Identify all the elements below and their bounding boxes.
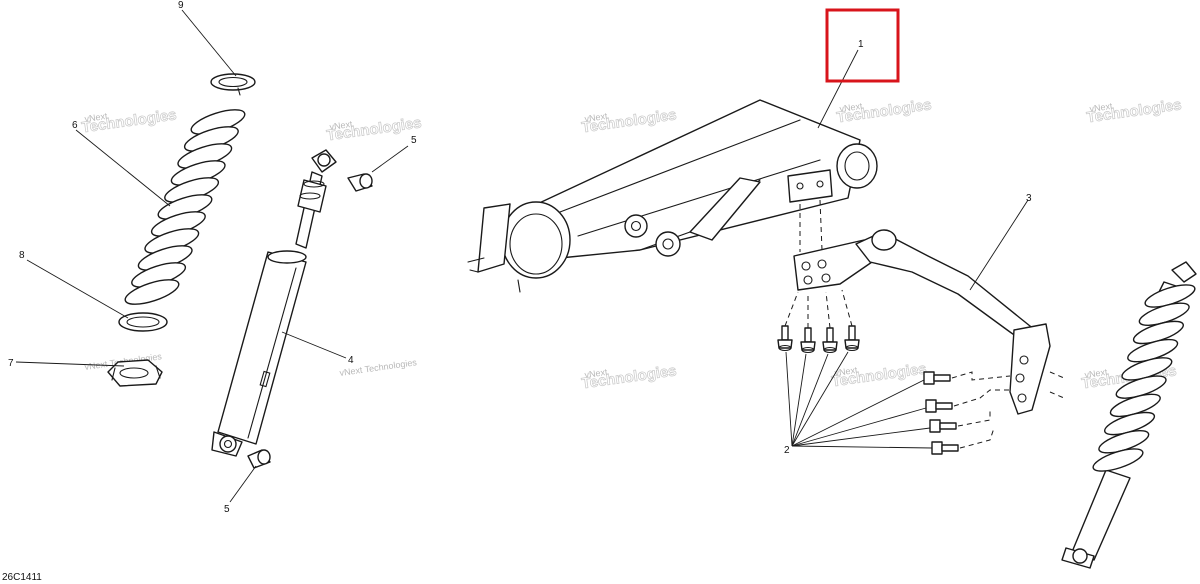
spring-coil (124, 279, 180, 305)
part-9-retaining-clip (210, 73, 256, 96)
callout-1-highlight-box (825, 8, 900, 83)
part-6-coil-spring (124, 109, 246, 305)
watermark-line1: vNext (584, 367, 609, 380)
part-7-lower-spring-seat (107, 359, 163, 387)
watermark-line2: Technologies (836, 96, 933, 126)
part-3-linkage-bar (793, 229, 1051, 415)
alignment-lines-side (951, 371, 1065, 449)
alignment-lines-bolts (784, 289, 853, 329)
callout-3: 3 (1026, 193, 1032, 204)
watermark-line2: Technologies (581, 362, 678, 392)
part-8-spring-seat-ring (118, 312, 168, 332)
part-4-shock-absorber (211, 149, 337, 457)
watermark-line1: vNext (839, 101, 864, 114)
callout-1: 1 (858, 39, 864, 50)
callout-5-lower: 5 (224, 504, 230, 515)
callout-labels: 1 2 3 4 5 5 6 7 8 9 (8, 0, 1032, 515)
watermark-line1: vNext (329, 119, 354, 132)
watermark-line1: vNext (1084, 367, 1109, 380)
watermark-line1: vNext (834, 365, 859, 378)
callout-2: 2 (784, 445, 790, 456)
watermark-line2: Technologies (81, 106, 178, 136)
leader-lines (15, 9, 1029, 503)
alignment-lines-upper (799, 199, 823, 252)
watermark-line1: vNext (1089, 101, 1114, 114)
callout-4: 4 (348, 355, 354, 366)
callout-9: 9 (178, 0, 184, 11)
part-5-bushing-upper (347, 173, 373, 192)
watermark-line2: Technologies (326, 114, 423, 144)
callout-8: 8 (19, 250, 25, 261)
callout-6: 6 (72, 120, 78, 131)
watermark-line1: vNext (584, 111, 609, 124)
part-2-bolts-horizontal (923, 371, 959, 455)
watermark-line2: Technologies (581, 106, 678, 136)
part-2-bolts-vertical (777, 325, 860, 354)
part-5-bushing-lower (247, 449, 271, 469)
callout-7: 7 (8, 358, 14, 369)
watermark-line1: vNext (84, 111, 109, 124)
diagram-code: 26C1411 (2, 572, 42, 583)
shock-assembly-right (1061, 261, 1197, 569)
callout-5-upper: 5 (411, 135, 417, 146)
watermark-line2: Technologies (1086, 96, 1183, 126)
part-1-swing-arm (467, 99, 878, 293)
spring-coil (1092, 448, 1144, 472)
